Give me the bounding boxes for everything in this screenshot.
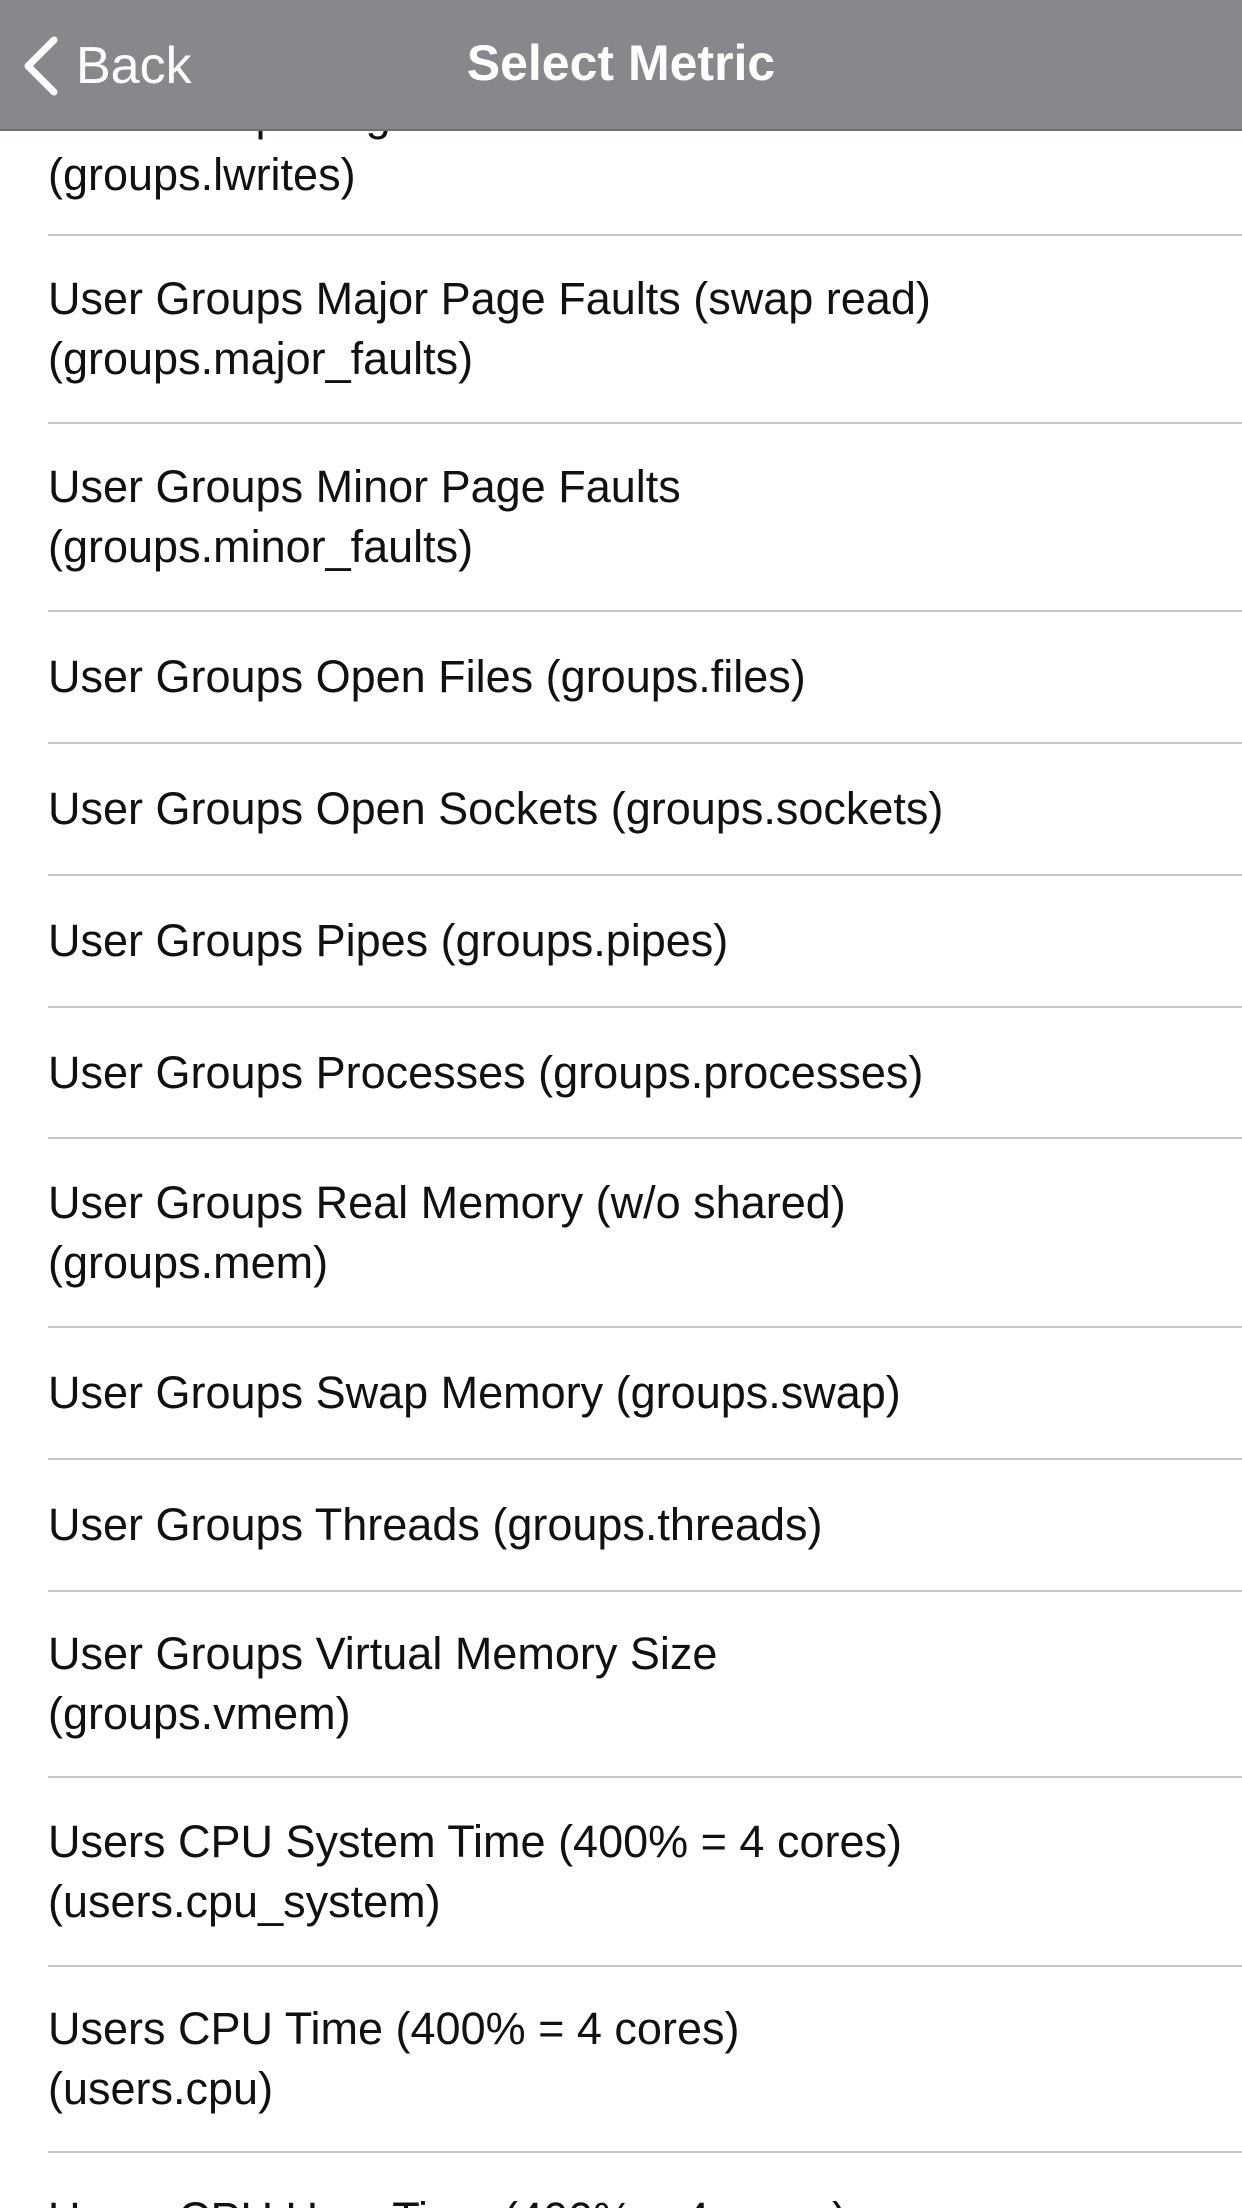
list-item-label: User Groups Pipes (groups.pipes) bbox=[48, 915, 729, 966]
back-button[interactable]: Back bbox=[22, 30, 192, 102]
list-item-label: Users CPU System Time (400% = 4 cores) (… bbox=[48, 1815, 902, 1927]
list-item[interactable]: User Groups Virtual Memory Size (groups.… bbox=[48, 1592, 1242, 1778]
list-item[interactable]: User Groups Minor Page Faults (groups.mi… bbox=[48, 424, 1242, 612]
list-item[interactable]: User Groups Real Memory (w/o shared) (gr… bbox=[48, 1139, 1242, 1328]
list-item-label: Users CPU Time (400% = 4 cores) (users.c… bbox=[48, 2003, 740, 2114]
list-item[interactable]: User Groups Swap Memory (groups.swap) bbox=[48, 1328, 1242, 1460]
list-item-label: User Groups Swap Memory (groups.swap) bbox=[48, 1367, 901, 1418]
list-item[interactable]: User Groups Pipes (groups.pipes) bbox=[48, 876, 1242, 1008]
list-item-label: User Groups Major Page Faults (swap read… bbox=[48, 273, 931, 384]
chevron-left-icon bbox=[22, 36, 58, 96]
list-item[interactable]: User Groups Threads (groups.threads) bbox=[48, 1460, 1242, 1592]
list-item-label: User Groups Threads (groups.threads) bbox=[48, 1499, 823, 1550]
list-item[interactable]: Users CPU User Time (400% = 4 cores) bbox=[48, 2153, 1242, 2208]
page-title: Select Metric bbox=[466, 35, 776, 91]
list-item-label: User Groups Minor Page Faults (groups.mi… bbox=[48, 461, 681, 572]
list-item[interactable]: User Groups Processes (groups.processes) bbox=[48, 1008, 1242, 1139]
list-item[interactable]: User Groups Open Files (groups.files) bbox=[48, 612, 1242, 744]
list-item-label: User Groups Open Files (groups.files) bbox=[48, 651, 806, 702]
list-item-label: User Groups Processes (groups.processes) bbox=[48, 1046, 924, 1098]
back-label: Back bbox=[76, 37, 192, 95]
list-item-label: Users CPU User Time (400% = 4 cores) bbox=[48, 2153, 887, 2208]
list-item[interactable]: Users CPU Time (400% = 4 cores) (users.c… bbox=[48, 1967, 1242, 2153]
navigation-bar: Back Select Metric bbox=[0, 0, 1242, 131]
list-item[interactable]: User Groups Major Page Faults (swap read… bbox=[48, 236, 1242, 424]
list-item-label: User Groups Real Memory (w/o shared) (gr… bbox=[48, 1176, 846, 1288]
list-item-label: User Groups Virtual Memory Size (groups.… bbox=[48, 1628, 718, 1739]
list-item-label: User Groups Open Sockets (groups.sockets… bbox=[48, 783, 944, 834]
list-item[interactable]: User Groups Open Sockets (groups.sockets… bbox=[48, 744, 1242, 876]
list-item[interactable]: Users CPU System Time (400% = 4 cores) (… bbox=[48, 1778, 1242, 1967]
